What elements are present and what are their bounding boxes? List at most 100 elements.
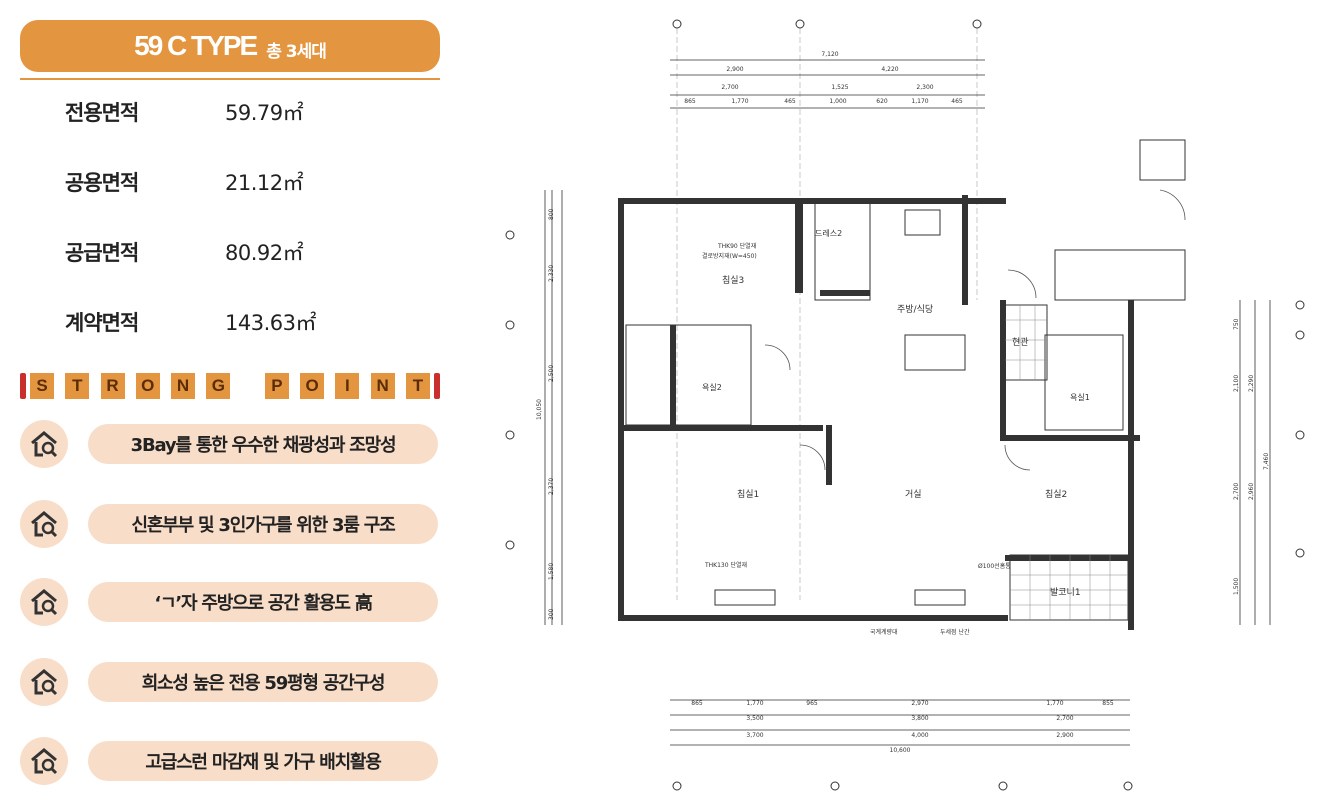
sp-letter: R: [100, 373, 125, 399]
feature-text: ‘ㄱ’자 주방으로 공간 활용도 高: [88, 582, 438, 622]
dim-label: 865: [684, 98, 696, 105]
dim-label: 2,700: [1233, 483, 1240, 500]
plan-note: THK90 단열재: [717, 242, 756, 250]
dim-label: 2,330: [548, 265, 555, 282]
dim-label: 2,970: [911, 700, 928, 707]
dim-label: 1,525: [831, 84, 848, 91]
room-label: 거실: [905, 489, 922, 500]
room-label: 침실1: [737, 489, 759, 500]
dim-label: 1,170: [911, 98, 928, 105]
area-label: 공용면적: [65, 171, 139, 195]
area-value: 143.63㎡: [225, 311, 316, 335]
area-value: 80.92㎡: [225, 241, 304, 265]
dim-label: 2,300: [916, 84, 933, 91]
area-label: 전용면적: [65, 101, 139, 125]
feature-item: 신혼부부 및 3인가구를 위한 3룸 구조: [20, 500, 440, 548]
dim-label: 1,000: [829, 98, 846, 105]
dim-label: 4,220: [881, 66, 898, 73]
dim-label: 865: [691, 700, 703, 707]
banner-cap-right: [434, 373, 440, 399]
type-title-bar: 59 C TYPE 총 3세대: [20, 20, 440, 72]
plan-note: THK130 단열재: [704, 561, 747, 569]
dim-label: 2,100: [1233, 375, 1240, 392]
sp-letter: G: [206, 373, 231, 399]
area-label: 계약면적: [65, 311, 139, 335]
sp-letter: N: [370, 373, 395, 399]
feature-text: 희소성 높은 전용 59평형 공간구성: [88, 662, 438, 702]
dim-label: 1,770: [1046, 700, 1063, 707]
plan-note: Ø100선홈통: [978, 562, 1011, 570]
dim-label: 2,900: [1056, 732, 1073, 739]
house-search-icon: [20, 500, 68, 548]
sp-letter: O: [300, 373, 325, 399]
dim-label: 3,500: [746, 715, 763, 722]
dim-label: 10,050: [536, 399, 543, 420]
room-label: 욕실1: [1070, 392, 1090, 402]
dim-label: 2,370: [548, 478, 555, 495]
sp-letter: P: [264, 373, 289, 399]
area-row-supply: 공급면적 80.92㎡: [65, 236, 385, 268]
dim-label: 965: [806, 700, 818, 707]
feature-item: 고급스런 마감재 및 가구 배치활용: [20, 737, 440, 785]
area-row-exclusive: 전용면적 59.79㎡: [65, 96, 385, 128]
dim-label: 7,120: [821, 51, 838, 58]
dim-label: 4,000: [911, 732, 928, 739]
dim-label: 750: [1233, 318, 1240, 330]
floor-plan: 침실3 주방/식당 거실 침실1 침실2 현관 발코니1 드레스2 욕실2 욕실…: [505, 19, 1305, 791]
banner-cap-left: [20, 373, 26, 399]
area-value: 59.79㎡: [225, 101, 304, 125]
feature-item: 3Bay를 통한 우수한 채광성과 조망성: [20, 420, 440, 468]
room-label: 욕실2: [702, 382, 722, 392]
dim-label: 300: [548, 608, 555, 620]
area-row-contract: 계약면적 143.63㎡: [65, 306, 385, 338]
plan-note: 국계계량대: [870, 628, 898, 636]
dim-label: 3,800: [911, 715, 928, 722]
dim-label: 2,700: [1056, 715, 1073, 722]
dim-label: 2,500: [548, 365, 555, 382]
sp-letter: O: [135, 373, 160, 399]
house-search-icon: [20, 420, 68, 468]
dim-label: 2,900: [726, 66, 743, 73]
area-value: 21.12㎡: [225, 171, 304, 195]
dim-label: 465: [951, 98, 963, 105]
dim-label: 1,580: [548, 563, 555, 580]
dim-label: 800: [548, 208, 555, 220]
dim-label: 855: [1102, 700, 1114, 707]
dim-label: 7,460: [1263, 453, 1270, 470]
house-search-icon: [20, 578, 68, 626]
house-search-icon: [20, 737, 68, 785]
area-row-common: 공용면적 21.12㎡: [65, 166, 385, 198]
dim-label: 2,960: [1248, 483, 1255, 500]
room-label: 주방/식당: [897, 304, 933, 315]
room-label: 발코니1: [1050, 587, 1081, 598]
type-title: 59 C TYPE: [134, 30, 258, 61]
dim-label: 620: [876, 98, 888, 105]
dim-label: 10,600: [890, 747, 911, 754]
sp-letter: T: [405, 373, 430, 399]
sp-letter: N: [171, 373, 196, 399]
feature-item: 희소성 높은 전용 59평형 공간구성: [20, 658, 440, 706]
dim-label: 2,700: [721, 84, 738, 91]
dim-label: 1,770: [731, 98, 748, 105]
feature-text: 3Bay를 통한 우수한 채광성과 조망성: [88, 424, 438, 464]
strong-point-banner: S T R O N G P O I N T: [20, 372, 440, 400]
dim-label: 1,770: [746, 700, 763, 707]
sp-letter: S: [30, 373, 54, 399]
area-label: 공급면적: [65, 241, 139, 265]
feature-text: 신혼부부 및 3인가구를 위한 3룸 구조: [88, 504, 438, 544]
feature-text: 고급스런 마감재 및 가구 배치활용: [88, 741, 438, 781]
unit-count: 총 3세대: [266, 41, 327, 62]
title-underline: [20, 78, 440, 80]
room-label: 현관: [1012, 337, 1029, 348]
feature-item: ‘ㄱ’자 주방으로 공간 활용도 高: [20, 578, 440, 626]
room-label: 드레스2: [815, 229, 842, 238]
dim-label: 2,290: [1248, 375, 1255, 392]
house-search-icon: [20, 658, 68, 706]
plan-note: 두세점 난간: [940, 628, 970, 636]
sp-letter: I: [335, 373, 360, 399]
dim-label: 1,500: [1233, 578, 1240, 595]
room-label: 침실2: [1045, 489, 1067, 500]
plan-note: 결로방지재(W=450): [702, 252, 757, 260]
room-label: 침실3: [722, 275, 744, 286]
info-panel: 59 C TYPE 총 3세대 전용면적 59.79㎡ 공용면적 21.12㎡ …: [0, 0, 460, 793]
